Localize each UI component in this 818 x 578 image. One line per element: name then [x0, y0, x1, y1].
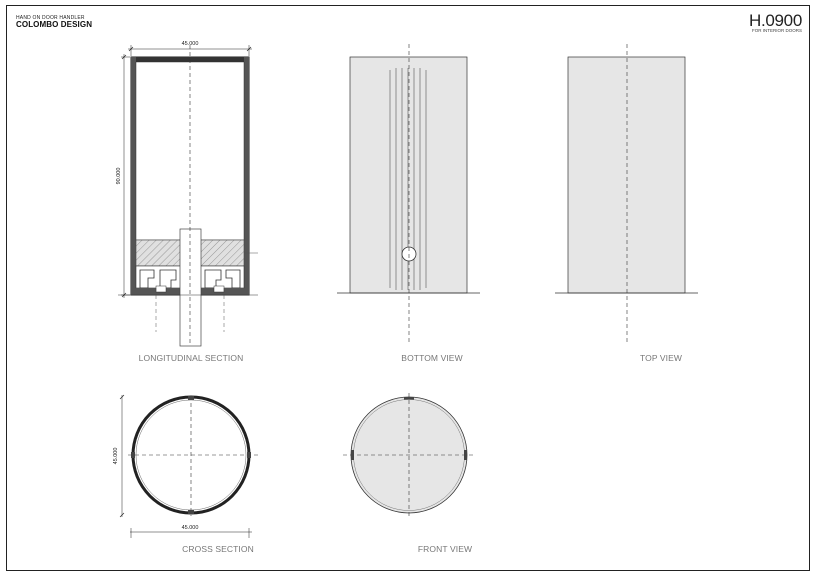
section-center-pin — [179, 228, 202, 347]
longitudinal-section-drawing — [118, 45, 258, 347]
top-view-drawing — [555, 44, 698, 345]
label-bottom-view: BOTTOM VIEW — [401, 353, 463, 363]
label-cross-section: CROSS SECTION — [182, 544, 254, 554]
dimension-width-top: 45.000 — [182, 41, 199, 47]
dimension-width-bottom: 45.000 — [182, 525, 199, 531]
label-front-view: FRONT VIEW — [417, 544, 473, 554]
cross-section-drawing — [119, 394, 258, 538]
label-longitudinal-section: LONGITUDINAL SECTION — [138, 353, 244, 363]
section-left-wall — [131, 57, 136, 295]
top-view-body — [567, 56, 686, 294]
front-view-drawing — [343, 393, 476, 517]
bottom-view-drawing — [337, 44, 480, 345]
brand-name: COLOMBO DESIGN — [16, 20, 93, 29]
drawing-sheet-frame — [6, 5, 810, 571]
product-code-subtitle: FOR INTERIOR DOORS — [751, 28, 802, 33]
label-top-view: TOP VIEW — [639, 353, 683, 363]
product-subtitle: HAND ON DOOR HANDLER — [16, 15, 85, 21]
dimension-diameter: 45.000 — [113, 448, 119, 465]
product-code: H.0900 — [748, 11, 802, 30]
dimension-height: 90.000 — [116, 168, 122, 185]
section-right-wall — [244, 57, 249, 295]
